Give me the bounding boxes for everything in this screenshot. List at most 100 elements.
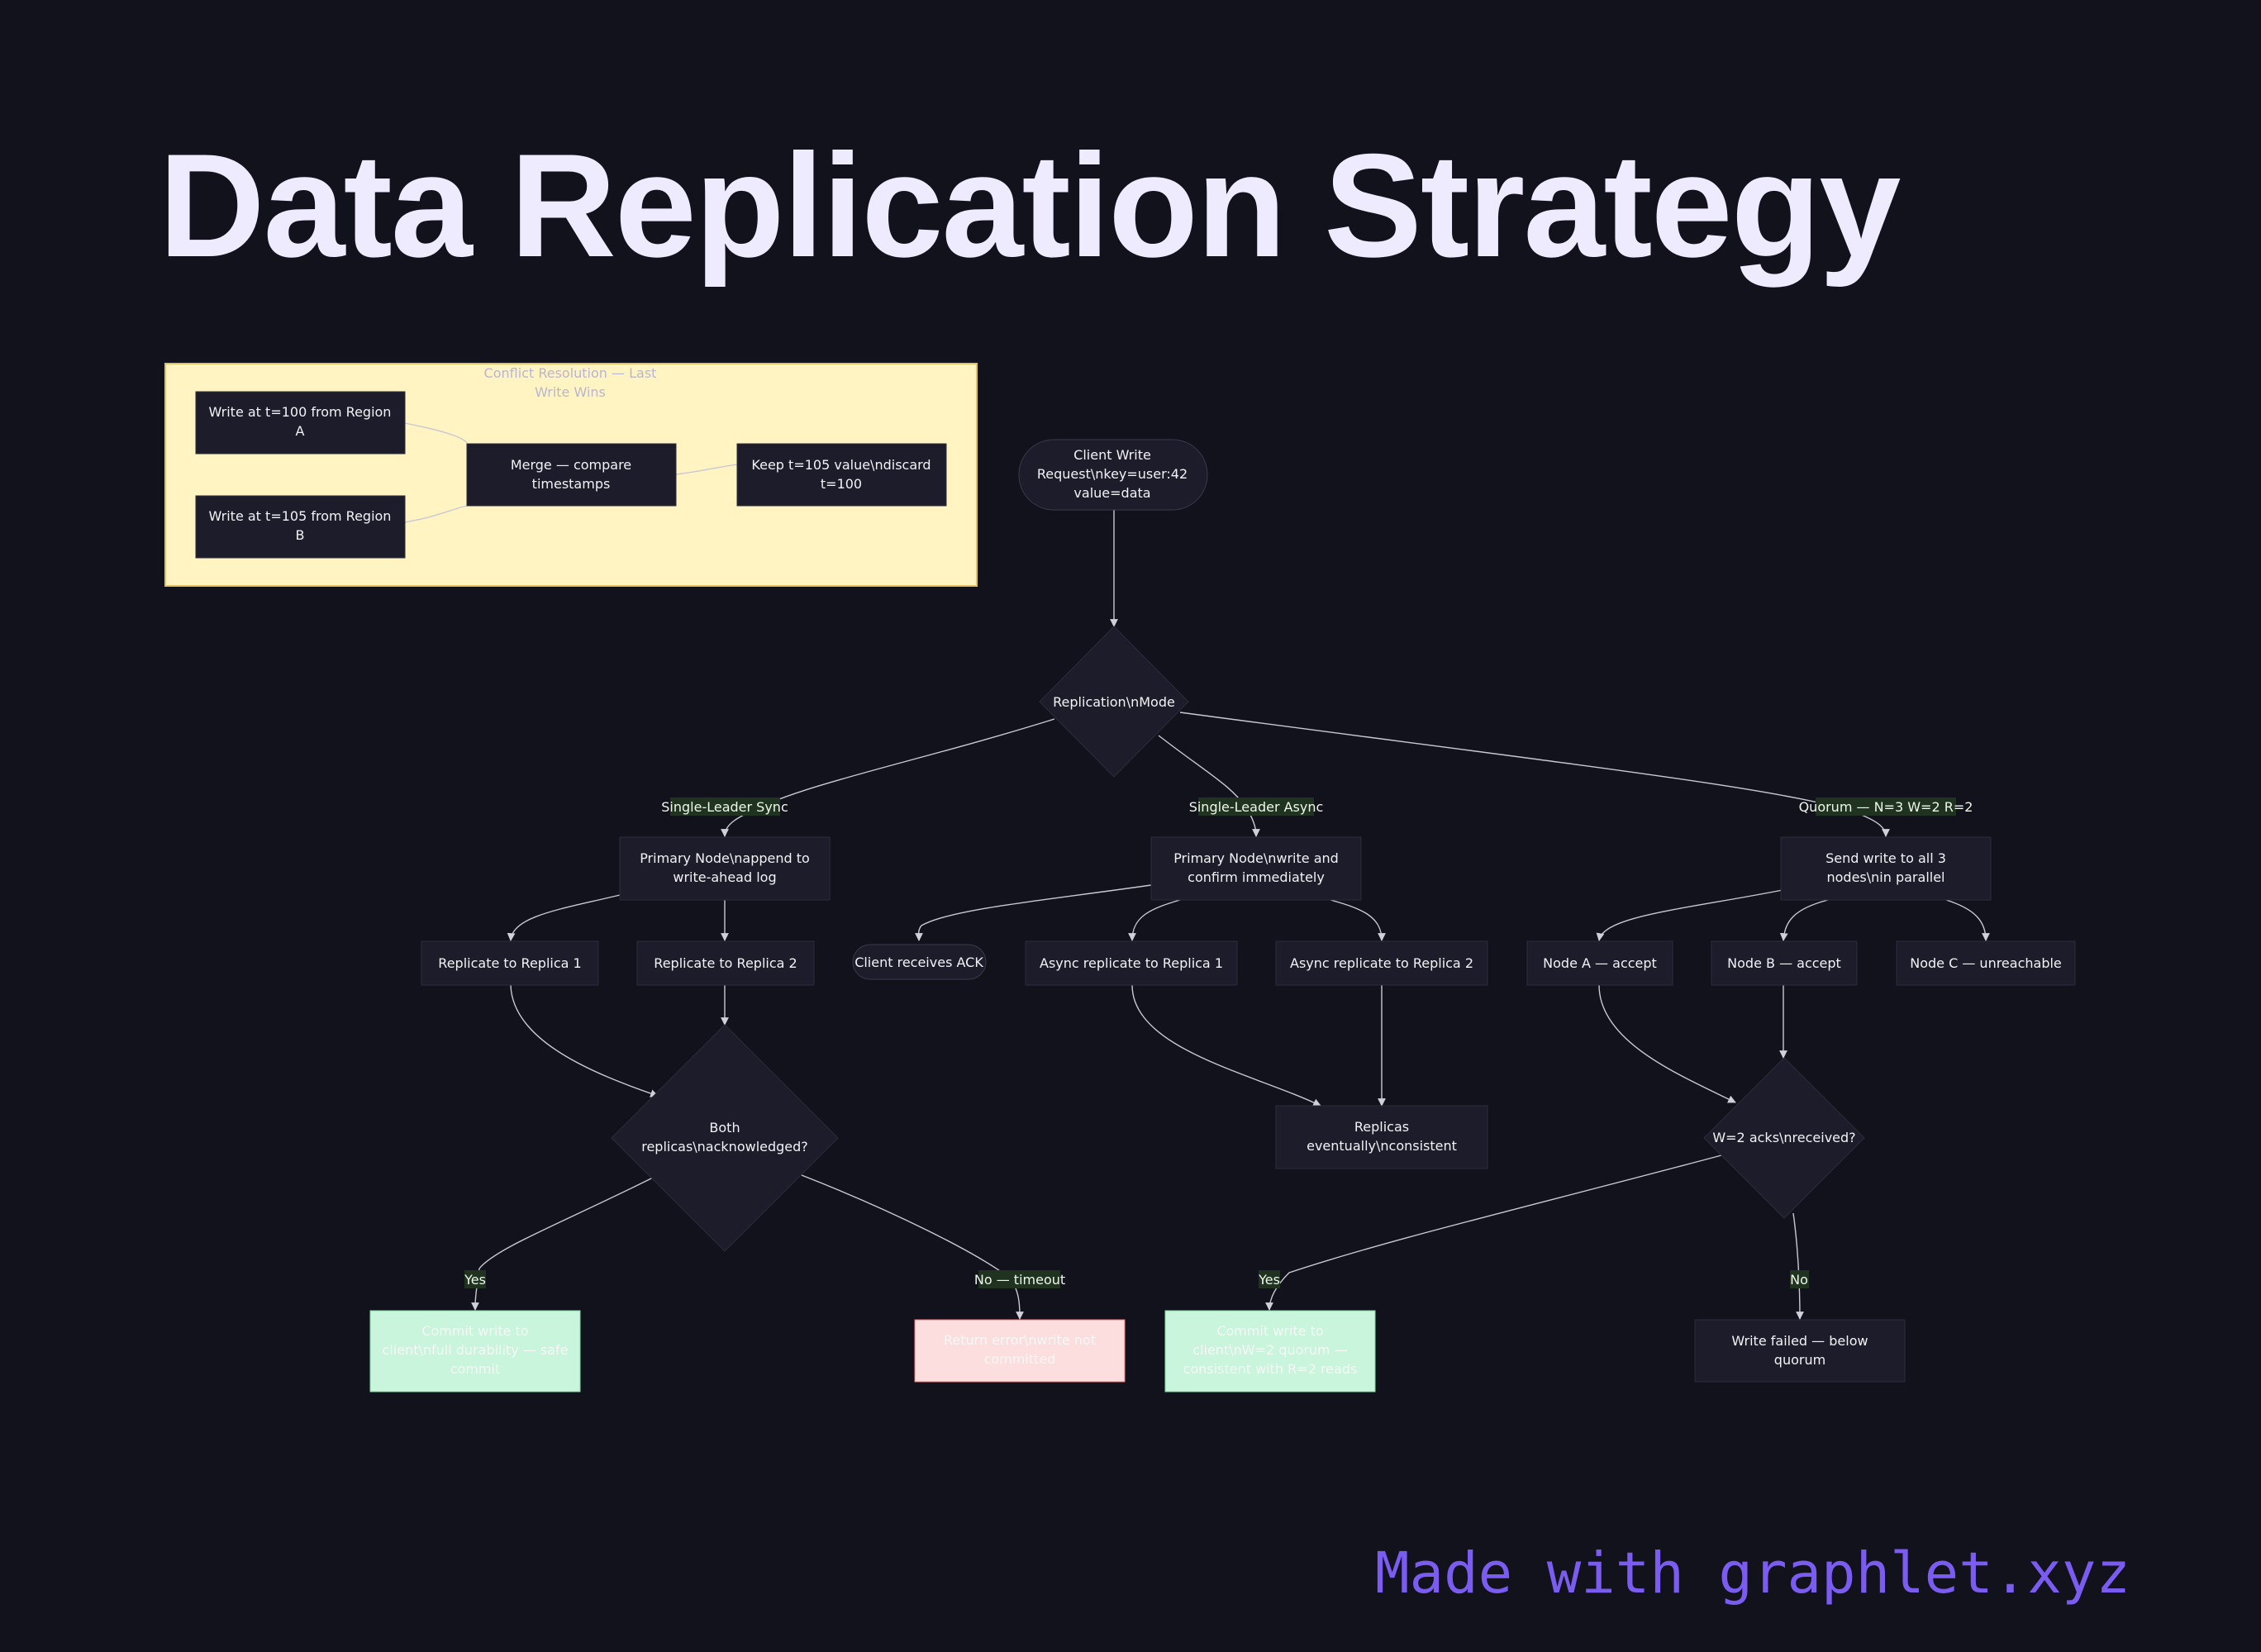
text-line: Async replicate to Replica 2 [1290,955,1473,971]
svg-text:Async replicate to Replica 2: Async replicate to Replica 2 [1290,955,1473,971]
text-line: Async replicate to Replica 1 [1040,955,1223,971]
text-line: timestamps [532,476,611,492]
node-client-ack[interactable]: Client receives ACK [852,944,987,980]
svg-text:No — timeout: No — timeout [974,1272,1065,1288]
text-line: Write at t=100 from Region [209,404,392,420]
edge-label-no-quorum: No [1790,1270,1809,1288]
edge-quorum-to-node-c [1945,899,1990,941]
watermark: Made with graphlet.xyz [1375,1540,2130,1607]
text-line: Keep t=105 value\ndiscard [751,457,931,473]
svg-text:No: No [1790,1272,1808,1288]
text-line: Commit write to [421,1323,528,1339]
node-replication-mode[interactable]: Replication\nMode [1039,626,1189,778]
text-line: quorum [1774,1352,1825,1368]
text-line: Replication\nMode [1053,694,1175,710]
edge-label-async: Single-Leader Async [1189,797,1324,816]
text-line: Replicate to Replica 2 [654,955,797,971]
svg-text:Client receives ACK: Client receives ACK [854,955,983,970]
svg-text:Single-Leader Sync: Single-Leader Sync [661,799,788,815]
node-write-failed[interactable]: Write failed — below quorum [1694,1319,1906,1383]
svg-text:W=2 acks\nreceived?: W=2 acks\nreceived? [1712,1130,1855,1145]
edge-both-ack-to-sync-error [801,1174,1024,1320]
node-async-replicate-1[interactable]: Async replicate to Replica 1 [1025,940,1238,986]
text-line: client\nfull durability — safe [383,1342,569,1358]
edge-quorum-to-node-a [1596,889,1783,941]
svg-text:Yes: Yes [1258,1272,1280,1288]
node-c[interactable]: Node C — unreachable [1896,940,2076,986]
node-sync-success[interactable]: Commit write to client\nfull durability —… [369,1310,581,1393]
edge-w2-to-quorum-success [1265,1154,1722,1311]
text-line: Request\nkey=user:42 [1037,466,1188,482]
edge-both-ack-to-sync-success [471,1176,655,1311]
svg-text:Async replicate to Replica 1: Async replicate to Replica 1 [1040,955,1223,971]
edge-mode-to-sync-primary [721,718,1055,837]
text-line: Write failed — below [1731,1333,1868,1349]
node-w2-acks[interactable]: W=2 acks\nreceived? [1703,1057,1865,1219]
edge-merge-to-keep [675,464,738,475]
edge-w2-to-write-failed [1792,1212,1804,1320]
text-line: A [296,423,305,439]
edge-quorum-to-node-b [1779,899,1829,941]
svg-text:Node B — accept: Node B — accept [1727,955,1841,971]
text-line: No [1790,1272,1808,1288]
text-line: client\nW=2 quorum — [1192,1342,1347,1358]
text-line: value=data [1073,485,1150,501]
node-eventually-consistent[interactable]: Replicas eventually\nconsistent [1275,1105,1488,1169]
node-async-replicate-2[interactable]: Async replicate to Replica 2 [1275,940,1488,986]
text-line: Client Write [1073,447,1151,463]
text-line: Single-Leader Async [1189,799,1324,815]
node-a[interactable]: Node A — accept [1526,940,1673,986]
text-line: confirm immediately [1188,869,1325,885]
text-line: Yes [464,1272,486,1288]
text-line: Replicas [1354,1119,1409,1135]
text-line: Both [709,1120,740,1135]
text-line: Conflict Resolution — Last [484,365,657,381]
text-line: Replicate to Replica 1 [438,955,581,971]
node-replicate-1[interactable]: Replicate to Replica 1 [421,940,599,986]
text-line: Client receives ACK [854,955,983,970]
text-line: B [296,527,305,543]
text-line: Primary Node\nwrite and [1173,850,1339,866]
edge-async-primary-to-async-rep2 [1330,899,1386,941]
text-line: Quorum — N=3 W=2 R=2 [1799,799,1973,815]
svg-text:Replication\nMode: Replication\nMode [1053,694,1175,710]
text-line: consistent with R=2 reads [1183,1361,1358,1377]
edge-label-yes-quorum: Yes [1258,1270,1280,1288]
page-title: Data Replication Strategy [159,123,1901,288]
edges [404,422,1990,1320]
text-line: eventually\nconsistent [1307,1138,1457,1154]
text-line: No — timeout [974,1272,1065,1288]
text-line: Yes [1258,1272,1280,1288]
edge-labels: Single-Leader Sync Single-Leader Async Q… [464,797,1973,1288]
node-replicate-2[interactable]: Replicate to Replica 2 [636,940,815,986]
svg-text:Replicate to Replica 2: Replicate to Replica 2 [654,955,797,971]
node-b[interactable]: Node B — accept [1711,940,1858,986]
node-async-primary[interactable]: Primary Node\nwrite and confirm immediate… [1150,836,1362,901]
edge-rep1-to-both-ack [510,984,659,1097]
edge-label-quorum: Quorum — N=3 W=2 R=2 [1799,797,1973,816]
text-line: Single-Leader Sync [661,799,788,815]
